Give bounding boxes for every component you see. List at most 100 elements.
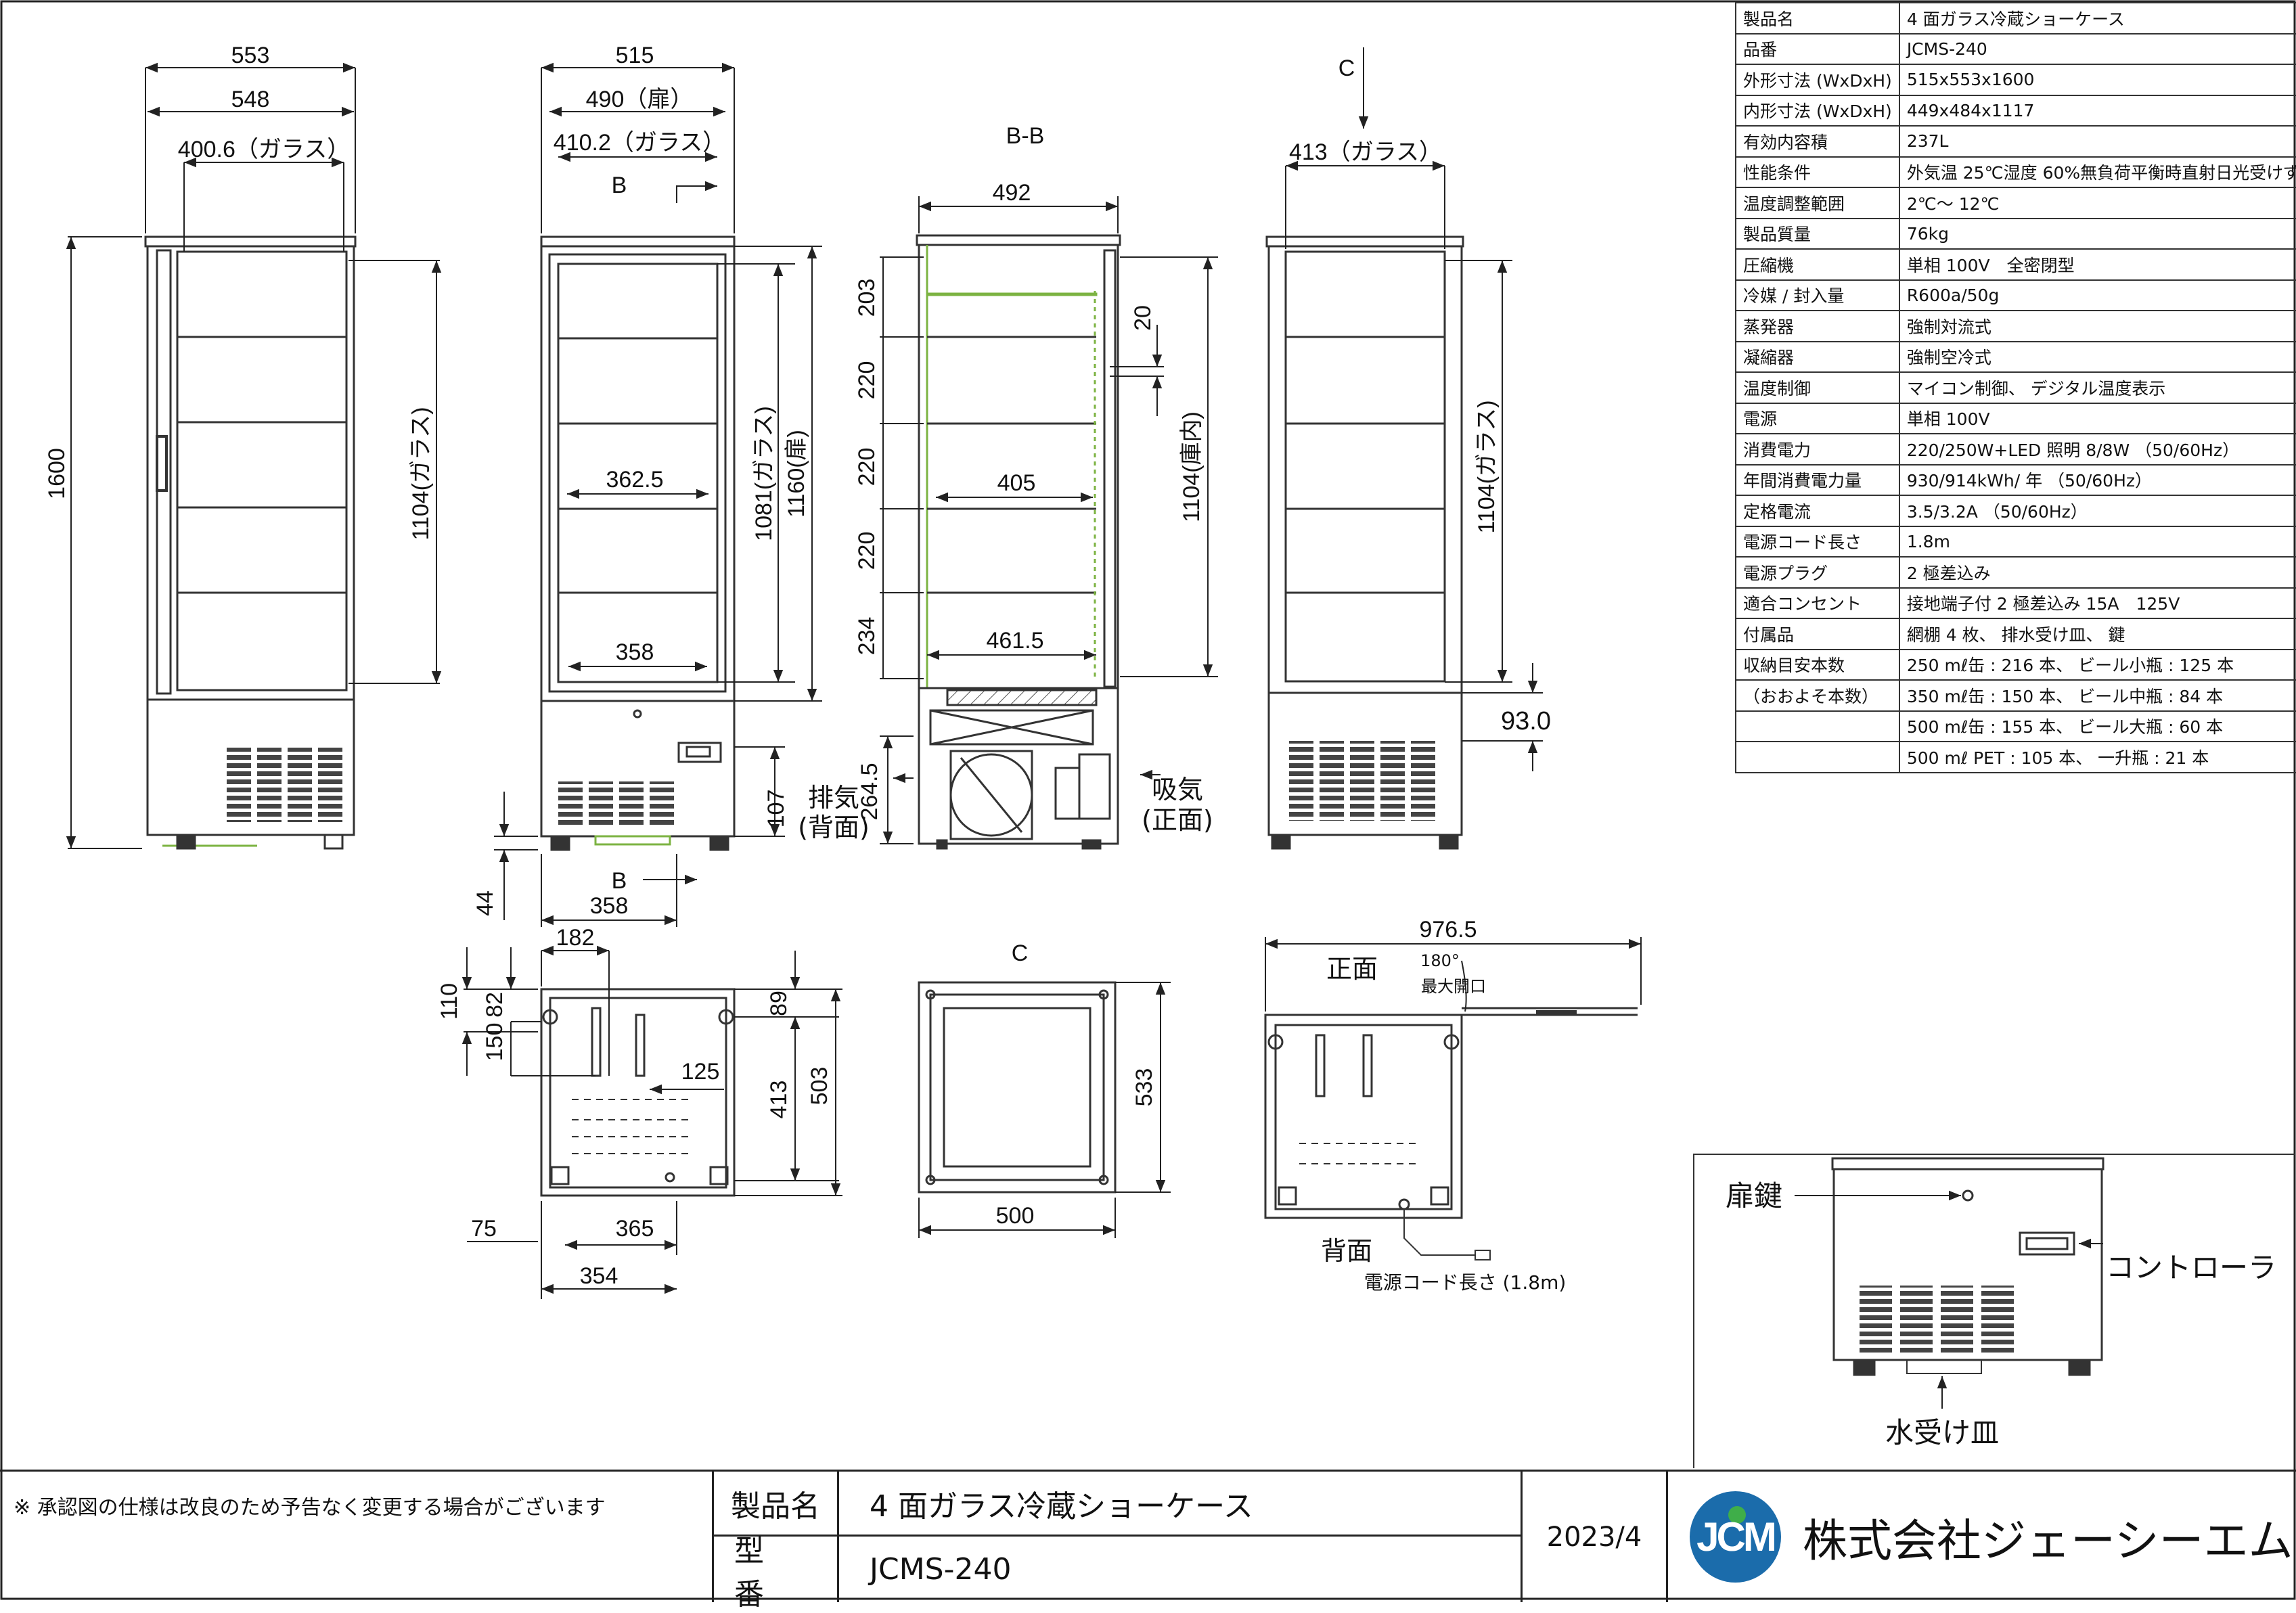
top-view-c bbox=[918, 981, 1117, 1194]
plan-view bbox=[1264, 1007, 1638, 1260]
spec-row: 内形寸法 (WxDxH)449x484x1117 bbox=[1735, 94, 2296, 127]
product-name-label: 製品名 bbox=[714, 1472, 839, 1537]
spec-value: 350 mℓ缶 : 150 本、 ビール中瓶 : 84 本 bbox=[1898, 679, 2296, 712]
spec-row: 500 mℓ PET : 105 本、 一升瓶 : 21 本 bbox=[1735, 741, 2296, 773]
dim-413-glass-rear: 413（ガラス） bbox=[1289, 139, 1442, 165]
company-name: 株式会社ジェーシーエム bbox=[1803, 1514, 2293, 1567]
spec-row: 外形寸法 (WxDxH)515x553x1600 bbox=[1735, 64, 2296, 96]
spec-key: 消費電力 bbox=[1735, 433, 1900, 465]
spec-key bbox=[1735, 741, 1900, 773]
dim-107: 107 bbox=[763, 790, 789, 828]
spec-key: 有効内容積 bbox=[1735, 125, 1900, 158]
company-logo: JCM bbox=[1690, 1491, 1781, 1583]
spec-row: 性能条件外気温 25℃湿度 60%無負荷平衡時直射日光受けず bbox=[1735, 156, 2296, 188]
spec-value: 237L bbox=[1898, 125, 2296, 158]
spec-value: JCMS-240 bbox=[1898, 32, 2296, 65]
dim-1081-glass: 1081(ガラス) bbox=[751, 406, 777, 541]
spec-value: 4 面ガラス冷蔵ショーケース bbox=[1898, 2, 2296, 35]
dim-503: 503 bbox=[807, 1067, 832, 1106]
dim-358-bottom: 358 bbox=[590, 893, 629, 919]
dim-515: 515 bbox=[616, 43, 654, 68]
dim-1104-glass-rear: 1104(ガラス) bbox=[1474, 400, 1500, 533]
dim-553: 553 bbox=[231, 43, 270, 68]
section-bb-title: B-B bbox=[1006, 123, 1045, 149]
spec-value: 2 極差込み bbox=[1898, 556, 2296, 589]
dim-150: 150 bbox=[482, 1023, 508, 1062]
spec-value: 500 mℓ缶 : 155 本、 ビール大瓶 : 60 本 bbox=[1898, 710, 2296, 742]
spec-key: 温度制御 bbox=[1735, 371, 1900, 404]
spec-key: 収納目安本数 bbox=[1735, 648, 1900, 681]
spec-key: 蒸発器 bbox=[1735, 310, 1900, 342]
dim-533: 533 bbox=[1131, 1068, 1157, 1107]
bottom-view bbox=[540, 988, 736, 1197]
dim-75: 75 bbox=[471, 1216, 497, 1242]
intake-label: 吸気 bbox=[1152, 775, 1203, 804]
spec-key: 適合コンセント bbox=[1735, 587, 1900, 619]
spec-value: 500 mℓ PET : 105 本、 一升瓶 : 21 本 bbox=[1898, 741, 2296, 773]
section-b-top: B bbox=[612, 173, 627, 198]
spec-value: 接地端子付 2 極差込み 15A 125V bbox=[1898, 587, 2296, 619]
spec-row: 凝縮器強制空冷式 bbox=[1735, 340, 2296, 373]
open-angle-label: 180° bbox=[1420, 951, 1460, 970]
spec-key: 定格電流 bbox=[1735, 495, 1900, 527]
detail-panel bbox=[1693, 1154, 2295, 1468]
dim-1104-glass-side: 1104(ガラス) bbox=[408, 407, 434, 540]
spec-row: 500 mℓ缶 : 155 本、 ビール大瓶 : 60 本 bbox=[1735, 710, 2296, 742]
spec-row: 温度制御マイコン制御、 デジタル温度表示 bbox=[1735, 371, 2296, 404]
door-lock-callout: 扉鍵 bbox=[1726, 1179, 1782, 1212]
rear-view-dims bbox=[1285, 47, 1543, 771]
spec-key: 年間消費電力量 bbox=[1735, 463, 1900, 496]
company-block: JCM 株式会社ジェーシーエム bbox=[1668, 1472, 2296, 1602]
dim-220-c: 220 bbox=[854, 532, 880, 570]
dim-362-5: 362.5 bbox=[606, 467, 663, 493]
spec-key: 製品質量 bbox=[1735, 217, 1900, 250]
spec-row: 電源単相 100V bbox=[1735, 402, 2296, 434]
spec-key: 内形寸法 (WxDxH) bbox=[1735, 94, 1900, 127]
dim-976-5: 976.5 bbox=[1419, 917, 1477, 942]
dim-461-5: 461.5 bbox=[986, 628, 1043, 654]
dim-20: 20 bbox=[1130, 305, 1156, 331]
spec-value: 250 mℓ缶 : 216 本、 ビール小瓶 : 125 本 bbox=[1898, 648, 2296, 681]
spec-row: （おおよそ本数）350 mℓ缶 : 150 本、 ビール中瓶 : 84 本 bbox=[1735, 679, 2296, 712]
dim-125: 125 bbox=[681, 1059, 720, 1085]
spec-value: 3.5/3.2A （50/60Hz） bbox=[1898, 495, 2296, 527]
spec-key: 圧縮機 bbox=[1735, 248, 1900, 281]
dim-93: 93.0 bbox=[1501, 707, 1551, 735]
dim-413: 413 bbox=[766, 1081, 792, 1119]
spec-key: 電源コード長さ bbox=[1735, 525, 1900, 558]
spec-value: 網棚 4 枚、 排水受け皿、 鍵 bbox=[1898, 618, 2296, 650]
side-view-dims bbox=[66, 62, 442, 849]
logo-green-dot bbox=[1728, 1506, 1746, 1524]
open-max-label: 最大開口 bbox=[1421, 977, 1486, 996]
dim-89: 89 bbox=[766, 991, 792, 1016]
dim-182: 182 bbox=[556, 925, 595, 951]
spec-value: R600a/50g bbox=[1898, 279, 2296, 311]
spec-value: 単相 100V 全密閉型 bbox=[1898, 248, 2296, 281]
dim-410-2-glass: 410.2（ガラス） bbox=[554, 130, 725, 156]
dim-548: 548 bbox=[231, 87, 270, 112]
dim-264-5: 264.5 bbox=[857, 763, 882, 820]
dim-203: 203 bbox=[854, 279, 880, 317]
spec-row: 蒸発器強制対流式 bbox=[1735, 310, 2296, 342]
dim-365: 365 bbox=[616, 1216, 654, 1242]
dim-405: 405 bbox=[997, 470, 1036, 496]
spec-key: 凝縮器 bbox=[1735, 340, 1900, 373]
spec-key: 製品名 bbox=[1735, 2, 1900, 35]
spec-key: （おおよそ本数） bbox=[1735, 679, 1900, 712]
controller-callout: コントローラ bbox=[2106, 1251, 2276, 1284]
spec-key: 品番 bbox=[1735, 32, 1900, 65]
spec-value: 930/914kWh/ 年 （50/60Hz） bbox=[1898, 463, 2296, 496]
dim-1160-door: 1160(扉) bbox=[784, 430, 809, 518]
